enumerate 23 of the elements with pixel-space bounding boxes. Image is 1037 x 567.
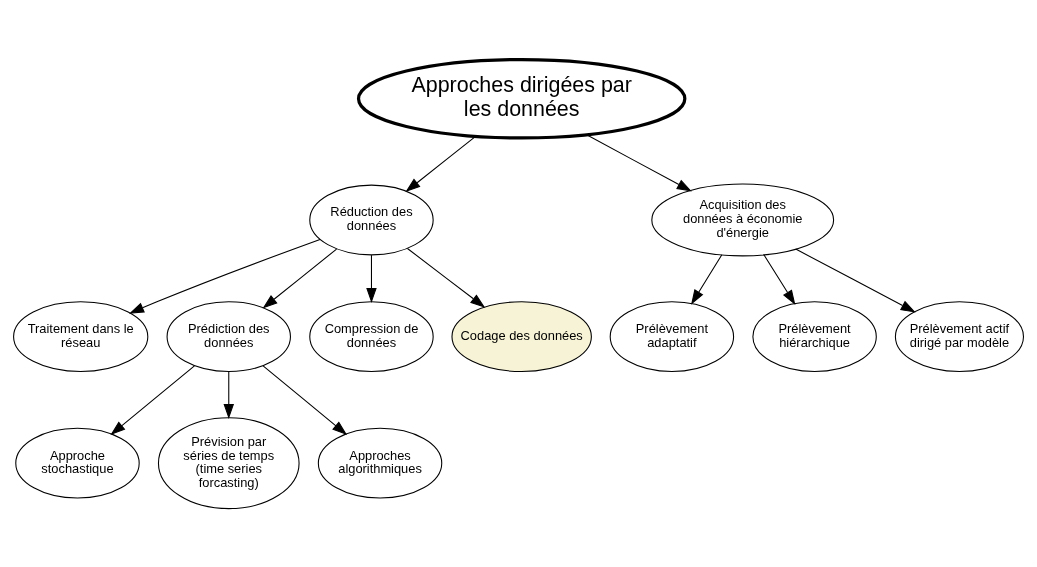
node-ellipse: Approches dirigées par les données bbox=[356, 57, 687, 140]
node-ellipse: Prélèvement adaptatif bbox=[609, 300, 735, 372]
arrow bbox=[691, 253, 723, 305]
node-ellipse: Compression de données bbox=[309, 300, 434, 372]
arrow bbox=[262, 248, 338, 308]
arrow bbox=[795, 248, 916, 312]
node-ellipse: Prévision par séries de temps (time series forcasting) bbox=[157, 416, 300, 509]
arrow bbox=[366, 254, 377, 303]
node-ellipse: Réduction des données bbox=[309, 184, 434, 255]
node-ellipse: Approches algorithmiques bbox=[317, 427, 443, 499]
arrow bbox=[129, 238, 321, 314]
node-ellipse: Approche stochastique bbox=[15, 427, 140, 499]
arrow bbox=[405, 135, 476, 192]
arrow bbox=[262, 364, 348, 435]
arrow bbox=[110, 364, 195, 435]
arrow bbox=[586, 134, 692, 191]
node-ellipse: Prédiction des données bbox=[166, 300, 291, 372]
node-ellipse: Acquisition des données à économie d'énergie bbox=[651, 183, 835, 256]
arrow bbox=[406, 247, 486, 308]
arrow bbox=[763, 253, 796, 305]
arrow bbox=[223, 370, 235, 419]
node-ellipse: Prélèvement hiérarchique bbox=[752, 300, 877, 372]
node-ellipse: Codage des données bbox=[451, 300, 592, 372]
